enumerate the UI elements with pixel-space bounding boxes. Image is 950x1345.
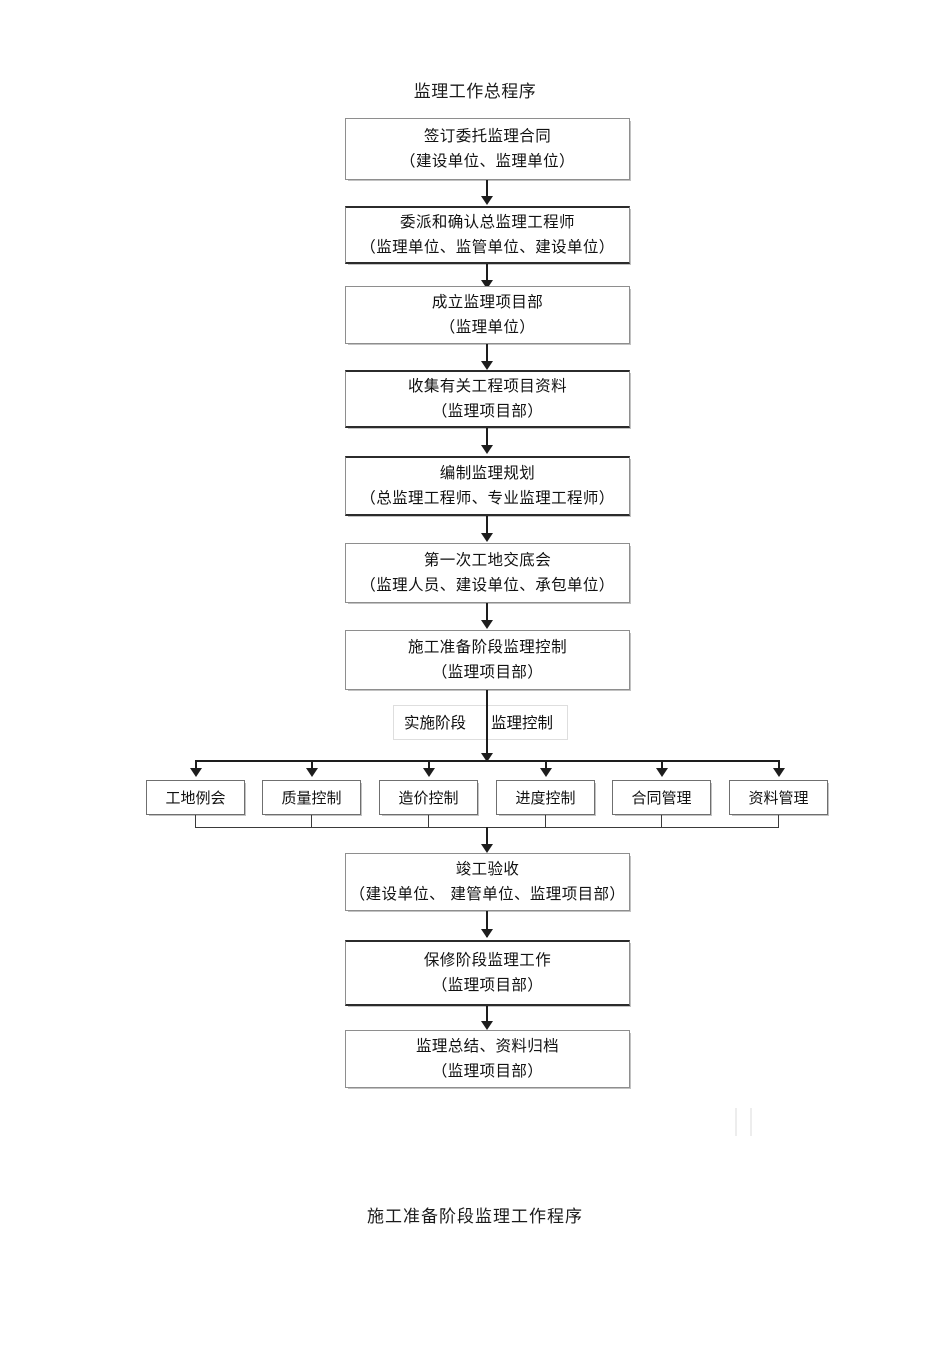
step-10-line1: 监理总结、资料归档 [415,1037,560,1055]
step-5-line1: 编制监理规划 [439,464,536,482]
fanin-stem-5 [661,815,662,828]
fanout-bar [195,760,780,762]
process-box-step-7[interactable]: 施工准备阶段监理控制 （监理项目部） [345,630,630,690]
connector-8-9 [486,911,488,937]
process-box-step-3[interactable]: 成立监理项目部 （监理单位） [345,286,630,344]
step-9-line1: 保修阶段监理工作 [423,951,552,969]
page-title: 监理工作总程序 [413,82,537,102]
connector-1-2 [486,180,488,202]
process-box-step-5[interactable]: 编制监理规划 （总监理工程师、专业监理工程师） [345,456,630,516]
branch-5-label: 合同管理 [631,788,692,807]
fanout-stem-6 [778,760,780,772]
arrowhead-7-fan [481,753,493,762]
step-10-line2: （监理项目部） [431,1062,544,1080]
step-7-line2: （监理项目部） [431,663,544,681]
arrowhead-8-9 [481,929,493,938]
fanout-arrow-1 [190,768,202,777]
step-4-line1: 收集有关工程项目资料 [407,377,567,395]
branch-box-4[interactable]: 进度控制 [496,780,595,815]
fanin-stem-1 [195,815,196,828]
connector-7-fan [486,690,488,762]
fanout-arrow-4 [540,768,552,777]
footer-title: 施工准备阶段监理工作程序 [367,1207,583,1227]
step-5-line2: （总监理工程师、专业监理工程师） [360,489,615,507]
step-4-line2: （监理项目部） [431,402,544,420]
phase-label-left: 实施阶段 [404,714,467,732]
fanout-stem-1 [195,760,197,772]
fanin-stem-2 [311,815,312,828]
branch-box-2[interactable]: 质量控制 [262,780,361,815]
connector-3-4 [486,344,488,368]
branch-box-5[interactable]: 合同管理 [612,780,711,815]
fanout-stem-5 [661,760,663,772]
step-6-line1: 第一次工地交底会 [423,551,552,569]
branch-2-label: 质量控制 [281,788,342,807]
arrowhead-9-10 [481,1021,493,1030]
connector-4-5 [486,428,488,452]
branch-1-label: 工地例会 [165,788,226,807]
process-box-step-9[interactable]: 保修阶段监理工作 （监理项目部） [345,940,630,1006]
arrowhead-5-6 [481,533,493,542]
step-1-line2: （建设单位、监理单位） [400,152,575,170]
artifact-tick-left [735,1108,737,1136]
process-box-step-8[interactable]: 竣工验收 （建设单位、 建管单位、监理项目部） [345,853,630,911]
arrowhead-6-7 [481,620,493,629]
step-6-line2: （监理人员、建设单位、承包单位） [360,576,615,594]
arrowhead-1-2 [481,196,493,205]
arrowhead-3-4 [481,361,493,370]
fanout-stem-2 [311,760,313,772]
connector-6-7 [486,603,488,627]
process-box-step-1[interactable]: 签订委托监理合同 （建设单位、监理单位） [345,118,630,180]
fanin-stem-6 [778,815,779,828]
step-8-line2: （建设单位、 建管单位、监理项目部） [349,885,626,903]
fanin-stem-3 [428,815,429,828]
step-2-line1: 委派和确认总监理工程师 [400,213,575,231]
fanout-arrow-3 [423,768,435,777]
step-7-line1: 施工准备阶段监理控制 [407,638,567,656]
step-3-line2: （监理单位） [439,318,536,336]
branch-3-label: 造价控制 [398,788,459,807]
artifact-tick-right [750,1108,752,1136]
fanout-stem-4 [545,760,547,772]
fanout-arrow-5 [656,768,668,777]
process-box-step-10[interactable]: 监理总结、资料归档 （监理项目部） [345,1030,630,1088]
step-2-line2: （监理单位、监管单位、建设单位） [360,238,615,256]
phase-label-right: 监理控制 [491,714,554,732]
branch-6-label: 资料管理 [748,788,809,807]
fanin-stem-4 [545,815,546,828]
process-box-step-6[interactable]: 第一次工地交底会 （监理人员、建设单位、承包单位） [345,543,630,603]
fanout-arrow-6 [773,768,785,777]
step-9-line2: （监理项目部） [431,976,544,994]
arrowhead-2-3 [481,280,493,289]
branch-4-label: 进度控制 [515,788,576,807]
connector-5-6 [486,516,488,540]
process-box-step-4[interactable]: 收集有关工程项目资料 （监理项目部） [345,370,630,428]
fanout-stem-3 [428,760,430,772]
fanout-arrow-2 [306,768,318,777]
branch-box-3[interactable]: 造价控制 [379,780,478,815]
connector-fan-8 [486,827,488,851]
branch-box-6[interactable]: 资料管理 [729,780,828,815]
step-8-line1: 竣工验收 [455,860,520,878]
branch-box-1[interactable]: 工地例会 [146,780,245,815]
step-1-line1: 签订委托监理合同 [423,127,552,145]
connector-9-10 [486,1006,488,1028]
arrowhead-4-5 [481,445,493,454]
step-3-line1: 成立监理项目部 [431,293,544,311]
arrowhead-fan-8 [481,844,493,853]
phase-label-box: 实施阶段 监理控制 [393,705,568,740]
connector-2-3 [486,264,488,286]
process-box-step-2[interactable]: 委派和确认总监理工程师 （监理单位、监管单位、建设单位） [345,206,630,264]
